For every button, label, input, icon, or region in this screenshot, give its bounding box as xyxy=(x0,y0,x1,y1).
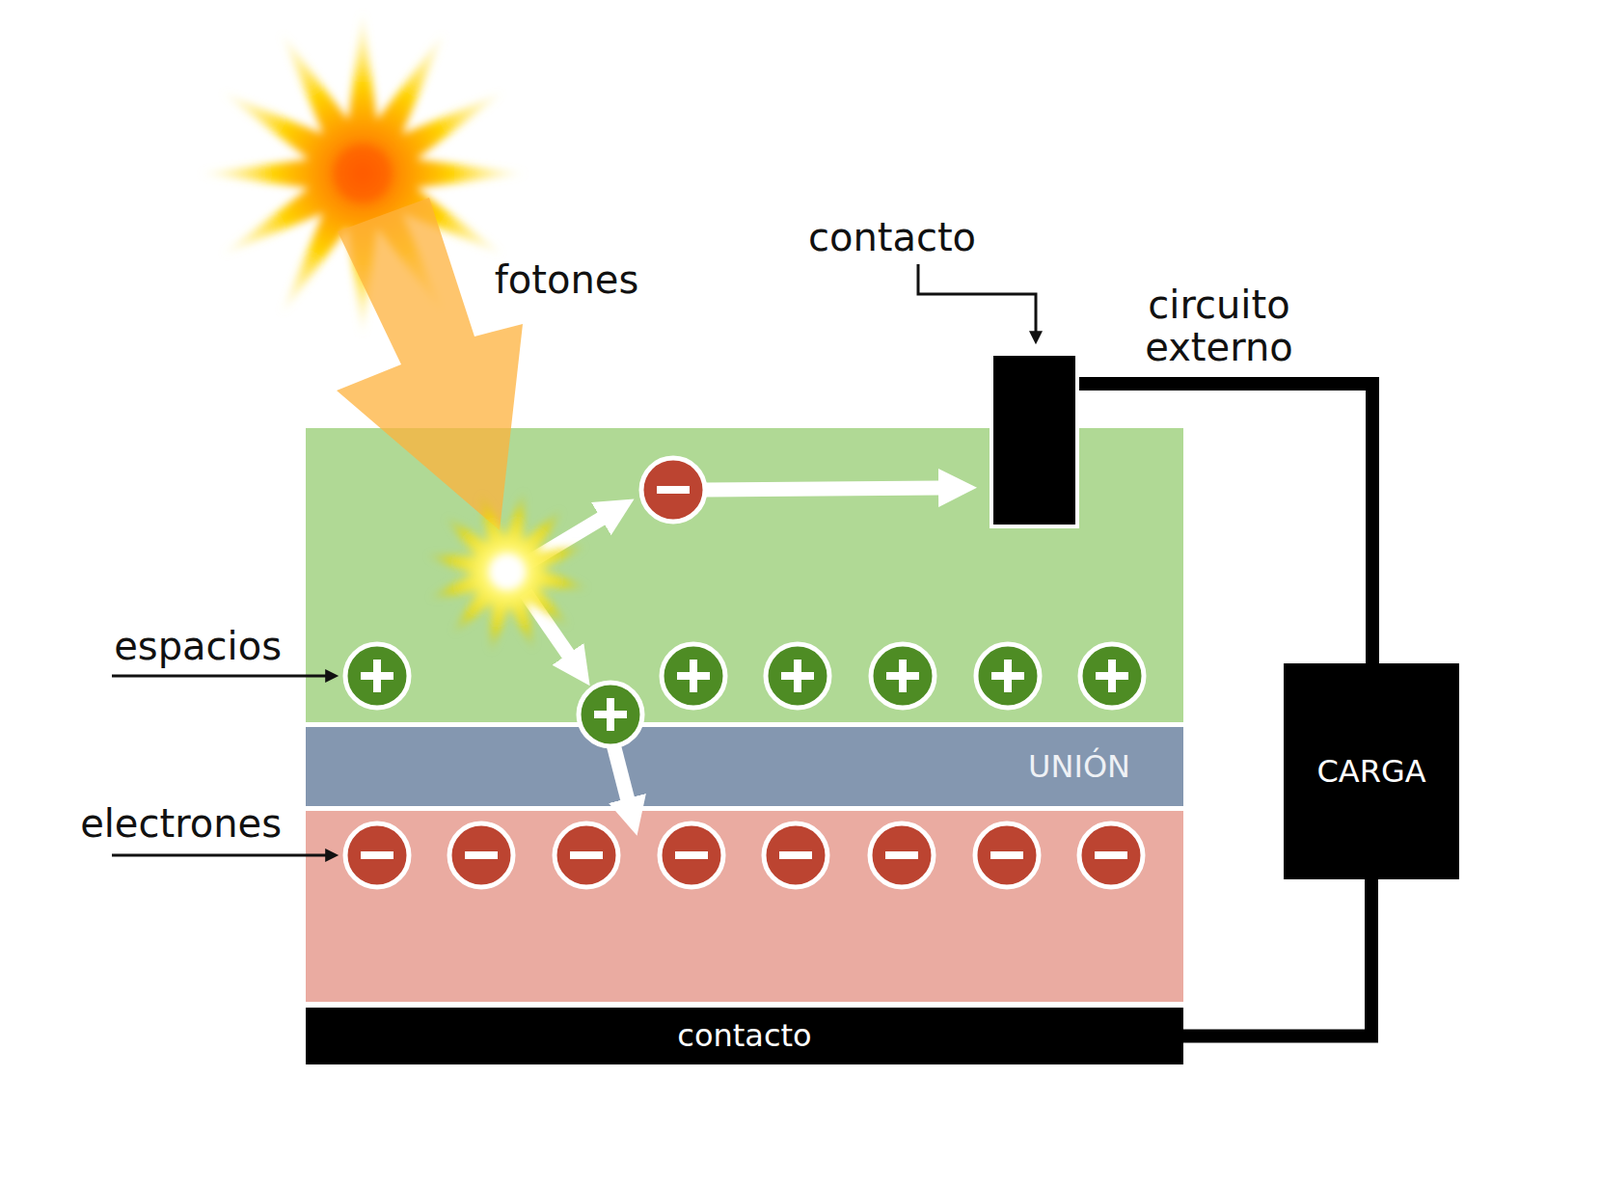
photon-arrow xyxy=(336,197,523,531)
electron-symbol xyxy=(869,823,934,888)
junction-band xyxy=(305,727,1184,807)
carrier-arrows xyxy=(525,488,941,801)
electron-symbol xyxy=(641,458,706,522)
hole-symbol xyxy=(345,644,409,708)
node-label: contacto xyxy=(808,214,977,261)
burst-core xyxy=(489,554,525,590)
photon-absorption-burst xyxy=(424,488,591,655)
electron-symbol xyxy=(975,823,1039,888)
electron-symbol xyxy=(659,823,724,888)
sun xyxy=(200,11,525,336)
diagram-label: espacios xyxy=(57,624,282,668)
node-label: contacto xyxy=(677,1017,812,1055)
node-label: UNIÓN xyxy=(1028,748,1131,786)
diagram-label: circuito externo xyxy=(1112,283,1326,369)
hole-symbol xyxy=(870,644,935,708)
contact-bar: contacto xyxy=(305,1007,1184,1065)
node-label: CARGA xyxy=(1316,753,1426,790)
burst-rays xyxy=(424,488,591,655)
electron-symbol xyxy=(449,823,514,888)
load-box: CARGA xyxy=(1283,663,1460,880)
circuit-wire xyxy=(1079,383,1373,664)
hole-symbol xyxy=(661,644,726,708)
electron-symbol xyxy=(554,823,619,888)
contact-electrode: contacto xyxy=(989,352,1080,529)
electron-symbol xyxy=(1079,823,1143,888)
electron-symbol xyxy=(345,823,409,888)
junction-band: UNIÓN xyxy=(305,727,1184,807)
sun-rays xyxy=(200,11,525,336)
hole-symbol xyxy=(976,644,1040,708)
circuit-wire xyxy=(1183,879,1372,1037)
electron-symbol xyxy=(763,823,828,888)
hole-symbol xyxy=(765,644,830,708)
hole-symbol xyxy=(578,682,643,747)
n-layer xyxy=(305,811,1184,1003)
diagram-label: fotones xyxy=(462,258,671,301)
diagram-label: electrones xyxy=(38,802,282,845)
hole-symbol xyxy=(1080,644,1144,708)
leader-lines xyxy=(111,264,1036,856)
sun-core xyxy=(333,144,392,203)
